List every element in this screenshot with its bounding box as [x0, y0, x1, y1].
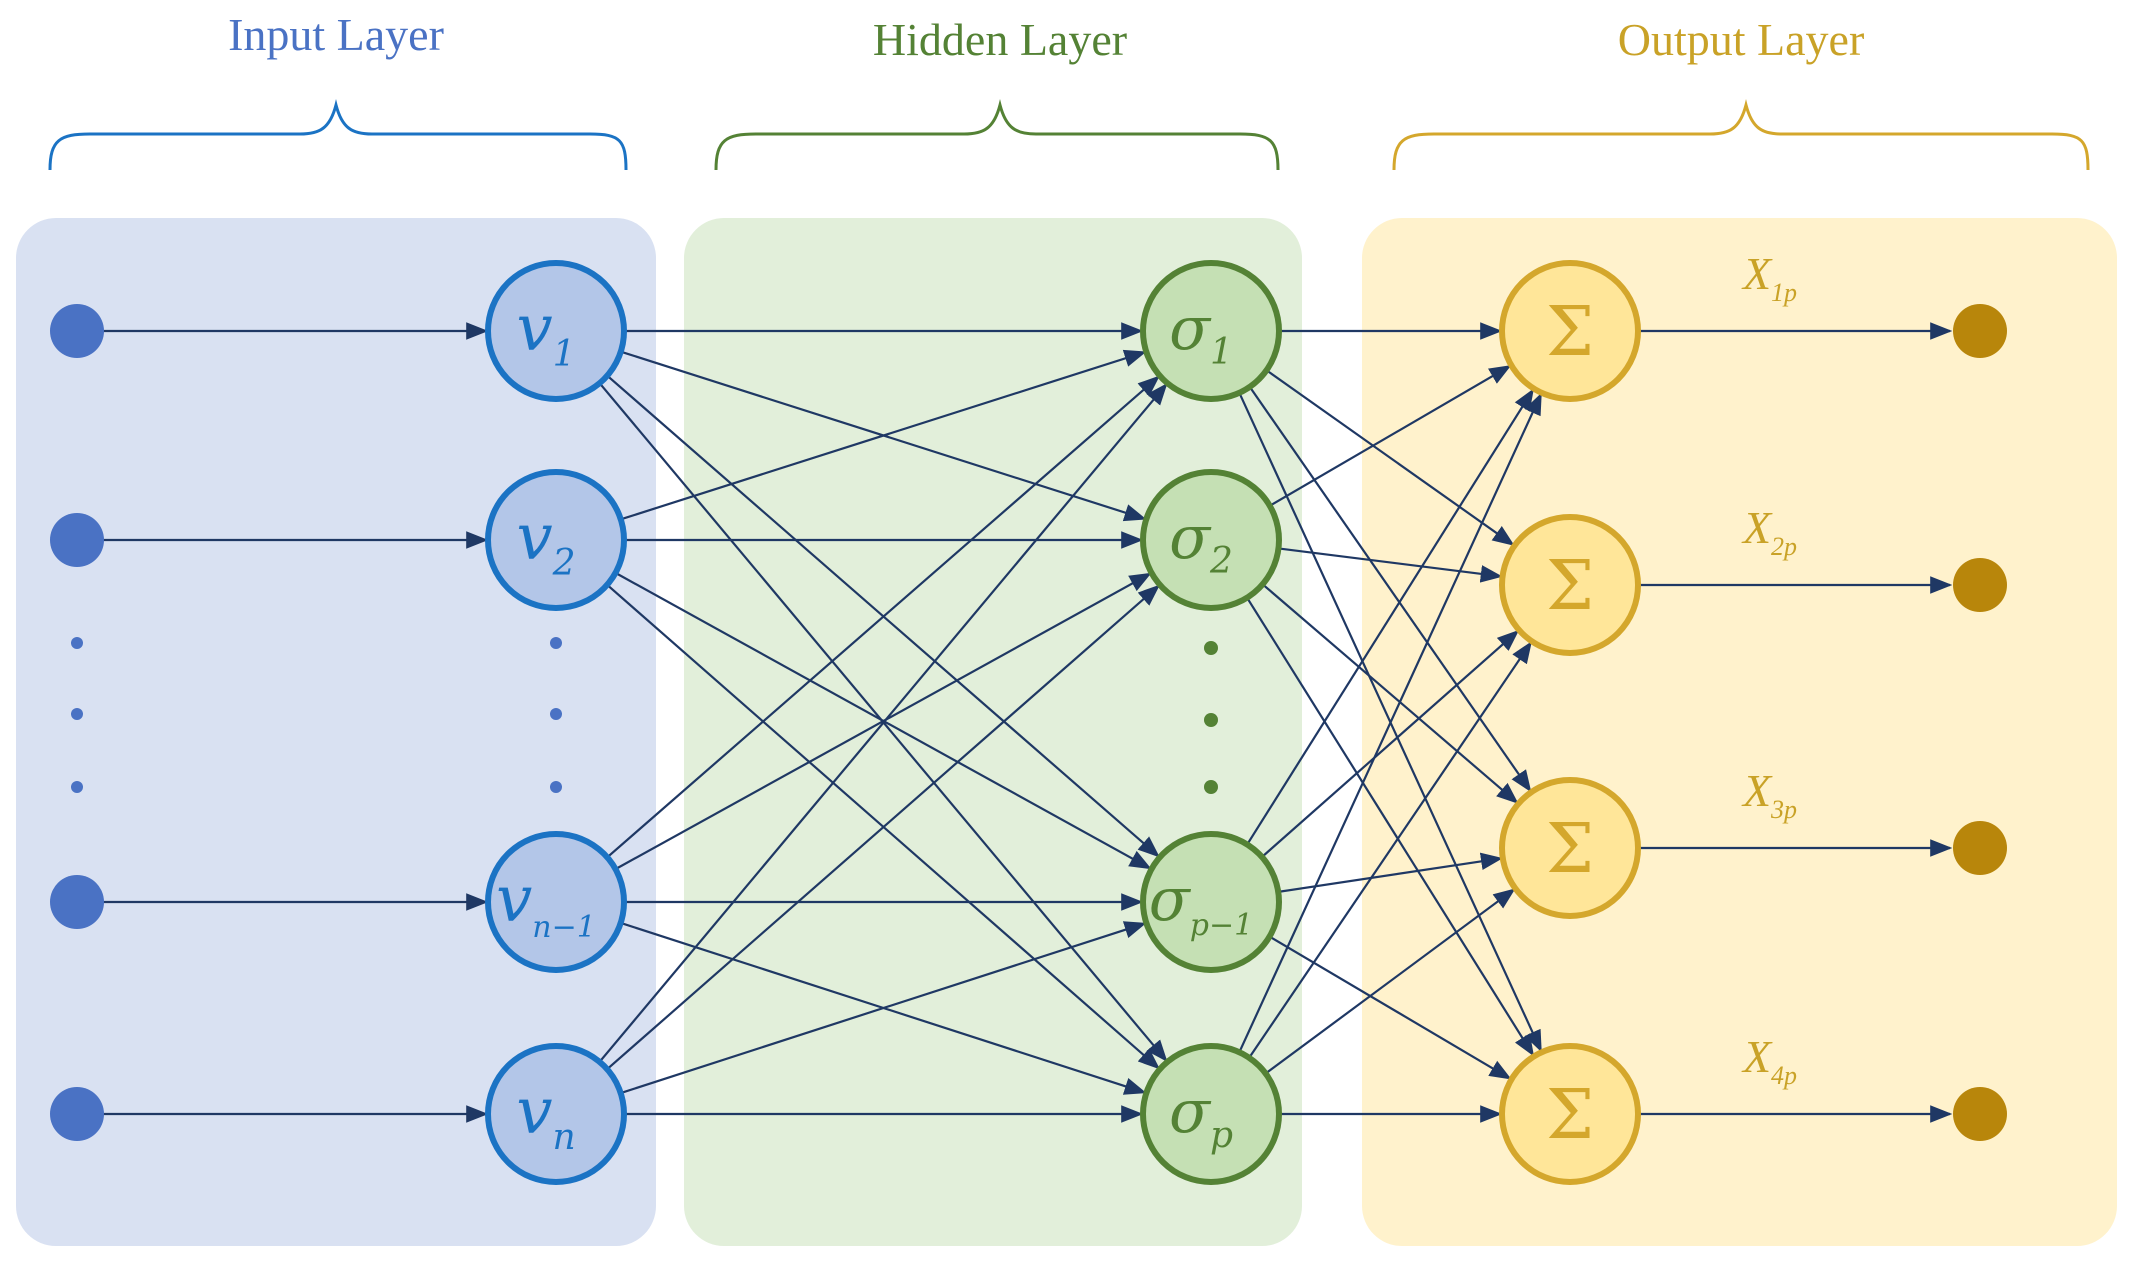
hidden-output-edge-2-2 [1278, 547, 1503, 583]
output-node-1 [1499, 260, 1641, 402]
input-layer-panel [16, 218, 656, 1246]
node-symbol: σ [1149, 865, 1192, 935]
input-hidden-edge-2-1 [620, 349, 1147, 521]
hidden-node-ellipsis-dots [1204, 641, 1218, 794]
hidden-output-edge-4-3 [1264, 888, 1516, 1075]
node-symbol: v [516, 292, 552, 366]
node-symbol: v [496, 863, 532, 937]
hidden-output-edge-3-1 [1246, 388, 1534, 846]
input-source-dot [50, 1087, 104, 1141]
input-ellipsis-dots [71, 637, 83, 793]
input-node-1 [485, 260, 627, 402]
input-hidden-edge-4-2 [606, 584, 1161, 1071]
output-label-2: X2p [1741, 502, 1797, 561]
input-node-3 [485, 831, 627, 973]
node-subscript: 2 [552, 543, 576, 584]
summation-symbol: Σ [1546, 547, 1594, 626]
output-label-1: X1p [1741, 248, 1797, 307]
hidden-output-edge-1-3 [1248, 386, 1532, 793]
output-end-dot [1953, 821, 2007, 875]
output-layer-brace [1392, 99, 2090, 171]
output-layer-title: Output Layer [1618, 14, 1865, 65]
output-label-3: X3p [1741, 765, 1797, 824]
hidden-output-edge-3-4 [1268, 935, 1512, 1080]
summation-symbol: Σ [1546, 293, 1594, 372]
input-layer-title: Input Layer [228, 9, 444, 60]
input-source-dot [50, 513, 104, 567]
node-subscript: p−1 [1190, 908, 1253, 943]
input-node-2 [485, 469, 627, 611]
node-subscript: 1 [553, 334, 576, 375]
input-source-dot [50, 304, 104, 358]
node-symbol: v [516, 1075, 552, 1149]
output-node-4 [1499, 1043, 1641, 1185]
input-layer-brace [48, 99, 628, 171]
output-label-4: X4p [1741, 1031, 1797, 1090]
hidden-output-edge-2-1 [1269, 365, 1512, 507]
node-label: σp−1 [1149, 865, 1253, 943]
hidden-node-4 [1140, 1043, 1282, 1185]
input-node-4 [485, 1043, 627, 1185]
hidden-node-1 [1140, 260, 1282, 402]
node-subscript: n−1 [532, 910, 596, 945]
node-label: σ2 [1169, 503, 1233, 582]
node-label: σ1 [1169, 294, 1233, 373]
node-symbol: σ [1169, 503, 1212, 573]
node-subscript: n [552, 1117, 575, 1158]
hidden-output-edge-3-2 [1261, 629, 1520, 858]
hidden-node-3 [1140, 831, 1282, 973]
input-hidden-edge-4-1 [598, 383, 1168, 1063]
hidden-output-edge-1-2 [1265, 369, 1515, 546]
input-hidden-edge-3-2 [614, 572, 1152, 871]
hidden-layer-brace [714, 99, 1280, 171]
output-end-dot [1953, 558, 2007, 612]
hidden-output-edge-4-2 [1248, 641, 1532, 1059]
summation-symbol: Σ [1546, 1076, 1594, 1155]
node-symbol: σ [1169, 294, 1212, 364]
hidden-output-edge-2-3 [1261, 583, 1519, 804]
output-node-3 [1499, 777, 1641, 919]
output-end-dot [1953, 1087, 2007, 1141]
node-label: vn [516, 1075, 575, 1158]
hidden-output-edge-4-1 [1238, 392, 1542, 1053]
node-symbol: σ [1169, 1077, 1212, 1147]
output-node-2 [1499, 514, 1641, 656]
output-end-dot [1953, 304, 2007, 358]
summation-symbol: Σ [1546, 810, 1594, 889]
node-symbol: v [516, 501, 552, 575]
hidden-layer-title: Hidden Layer [873, 14, 1127, 65]
node-label: vn−1 [496, 863, 596, 945]
input-hidden-edge-4-3 [620, 921, 1147, 1095]
connection-edges [77, 322, 1953, 1123]
hidden-output-edge-2-4 [1246, 597, 1535, 1057]
node-label: v1 [516, 292, 575, 375]
node-label: v2 [516, 501, 575, 584]
node-label: σp [1169, 1077, 1233, 1156]
node-subscript: 1 [1210, 332, 1233, 373]
input-hidden-edge-3-1 [606, 375, 1160, 859]
output-layer-panel [1362, 218, 2117, 1246]
hidden-node-2 [1140, 469, 1282, 611]
node-subscript: 2 [1209, 541, 1233, 582]
node-subscript: p [1210, 1115, 1233, 1156]
input-source-dot [50, 875, 104, 929]
input-node-ellipsis-dots [550, 637, 562, 793]
